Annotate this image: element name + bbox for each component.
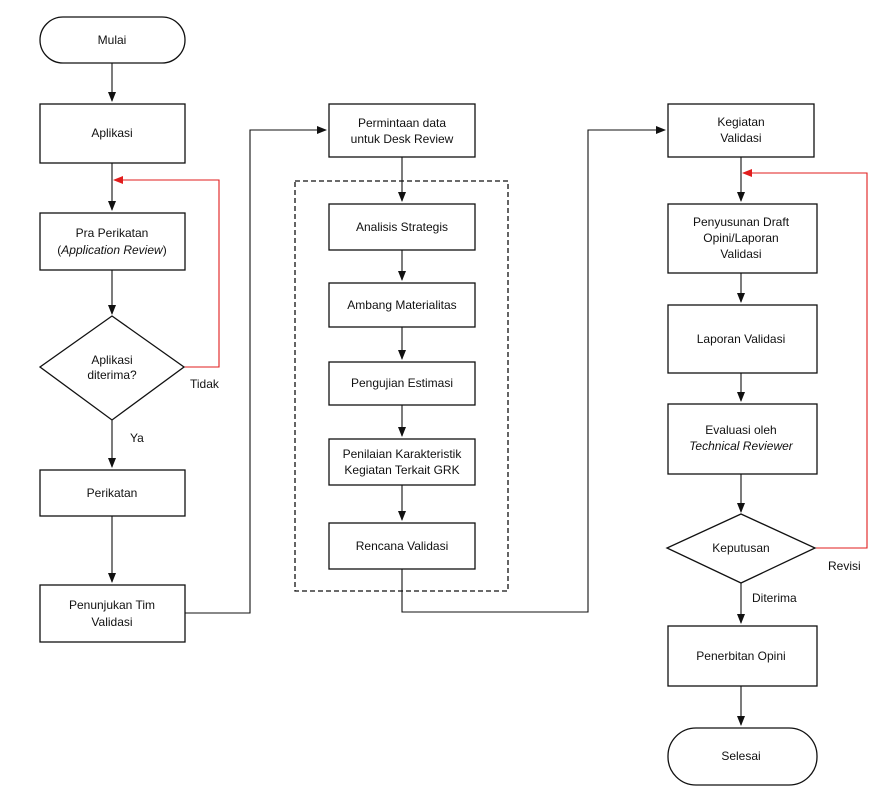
decision-keputusan-label: Keputusan [712, 541, 769, 555]
edge-revisi-loop [742, 169, 868, 549]
edge-penunjukan-permintaan [185, 126, 327, 614]
node-kegiatan-line2: Validasi [720, 131, 761, 145]
node-penyusunan-line1: Penyusunan Draft [693, 215, 790, 229]
node-laporan: Laporan Validasi [667, 304, 818, 374]
node-kegiatan-line1: Kegiatan [717, 115, 764, 129]
node-pra-perikatan: Pra Perikatan (Application Review) [39, 212, 186, 271]
node-permintaan: Permintaan data untuk Desk Review [328, 103, 476, 158]
edge-tidak-loop [113, 176, 220, 368]
node-aplikasi-label: Aplikasi [91, 126, 132, 140]
decision-keputusan: Keputusan [665, 513, 817, 584]
node-penyusunan: Penyusunan Draft Opini/Laporan Validasi [667, 203, 818, 274]
node-penunjukan: Penunjukan Tim Validasi [39, 584, 186, 643]
node-pengujian-label: Pengujian Estimasi [351, 376, 453, 390]
node-penilaian-line1: Penilaian Karakteristik [343, 447, 463, 461]
node-mulai: Mulai [39, 16, 186, 64]
node-perikatan-label: Perikatan [87, 486, 138, 500]
node-analisis-label: Analisis Strategis [356, 220, 448, 234]
node-mulai-label: Mulai [98, 33, 127, 47]
node-aplikasi: Aplikasi [39, 103, 186, 164]
node-penyusunan-line2: Opini/Laporan [703, 231, 778, 245]
node-penerbitan-label: Penerbitan Opini [696, 649, 785, 663]
node-rencana-label: Rencana Validasi [356, 539, 449, 553]
node-pengujian: Pengujian Estimasi [328, 361, 476, 406]
node-penunjukan-line1: Penunjukan Tim [69, 598, 155, 612]
node-penilaian: Penilaian Karakteristik Kegiatan Terkait… [328, 438, 476, 486]
edge-label-diterima: Diterima [752, 591, 797, 605]
decision-aplikasi-diterima: Aplikasi diterima? [38, 315, 186, 421]
node-pra-perikatan-line1: Pra Perikatan [76, 226, 149, 240]
node-penyusunan-line3: Validasi [720, 247, 761, 261]
node-pra-perikatan-line2: (Application Review) [57, 243, 166, 257]
edge-label-revisi: Revisi [828, 559, 861, 573]
node-selesai: Selesai [667, 727, 818, 786]
node-evaluasi-line1: Evaluasi oleh [705, 423, 776, 437]
node-penerbitan: Penerbitan Opini [667, 625, 818, 687]
node-ambang: Ambang Materialitas [328, 282, 476, 328]
node-laporan-label: Laporan Validasi [697, 332, 786, 346]
node-rencana: Rencana Validasi [328, 522, 476, 570]
node-kegiatan: Kegiatan Validasi [667, 103, 815, 158]
decision-aplikasi-line1: Aplikasi [91, 353, 132, 367]
edge-label-tidak: Tidak [190, 377, 220, 391]
node-ambang-label: Ambang Materialitas [347, 298, 456, 312]
node-evaluasi-line2: Technical Reviewer [689, 439, 794, 453]
edge-rencana-kegiatan [401, 126, 666, 613]
edge-label-ya: Ya [130, 431, 144, 445]
node-penilaian-line2: Kegiatan Terkait GRK [344, 463, 459, 477]
node-perikatan: Perikatan [39, 469, 186, 517]
node-permintaan-line1: Permintaan data [358, 116, 446, 130]
node-permintaan-line2: untuk Desk Review [351, 132, 454, 146]
node-analisis: Analisis Strategis [328, 203, 476, 251]
decision-aplikasi-line2: diterima? [87, 368, 137, 382]
node-penunjukan-line2: Validasi [91, 615, 132, 629]
desk-review-group [294, 180, 509, 592]
node-selesai-label: Selesai [721, 749, 760, 763]
node-evaluasi: Evaluasi oleh Technical Reviewer [667, 403, 818, 475]
